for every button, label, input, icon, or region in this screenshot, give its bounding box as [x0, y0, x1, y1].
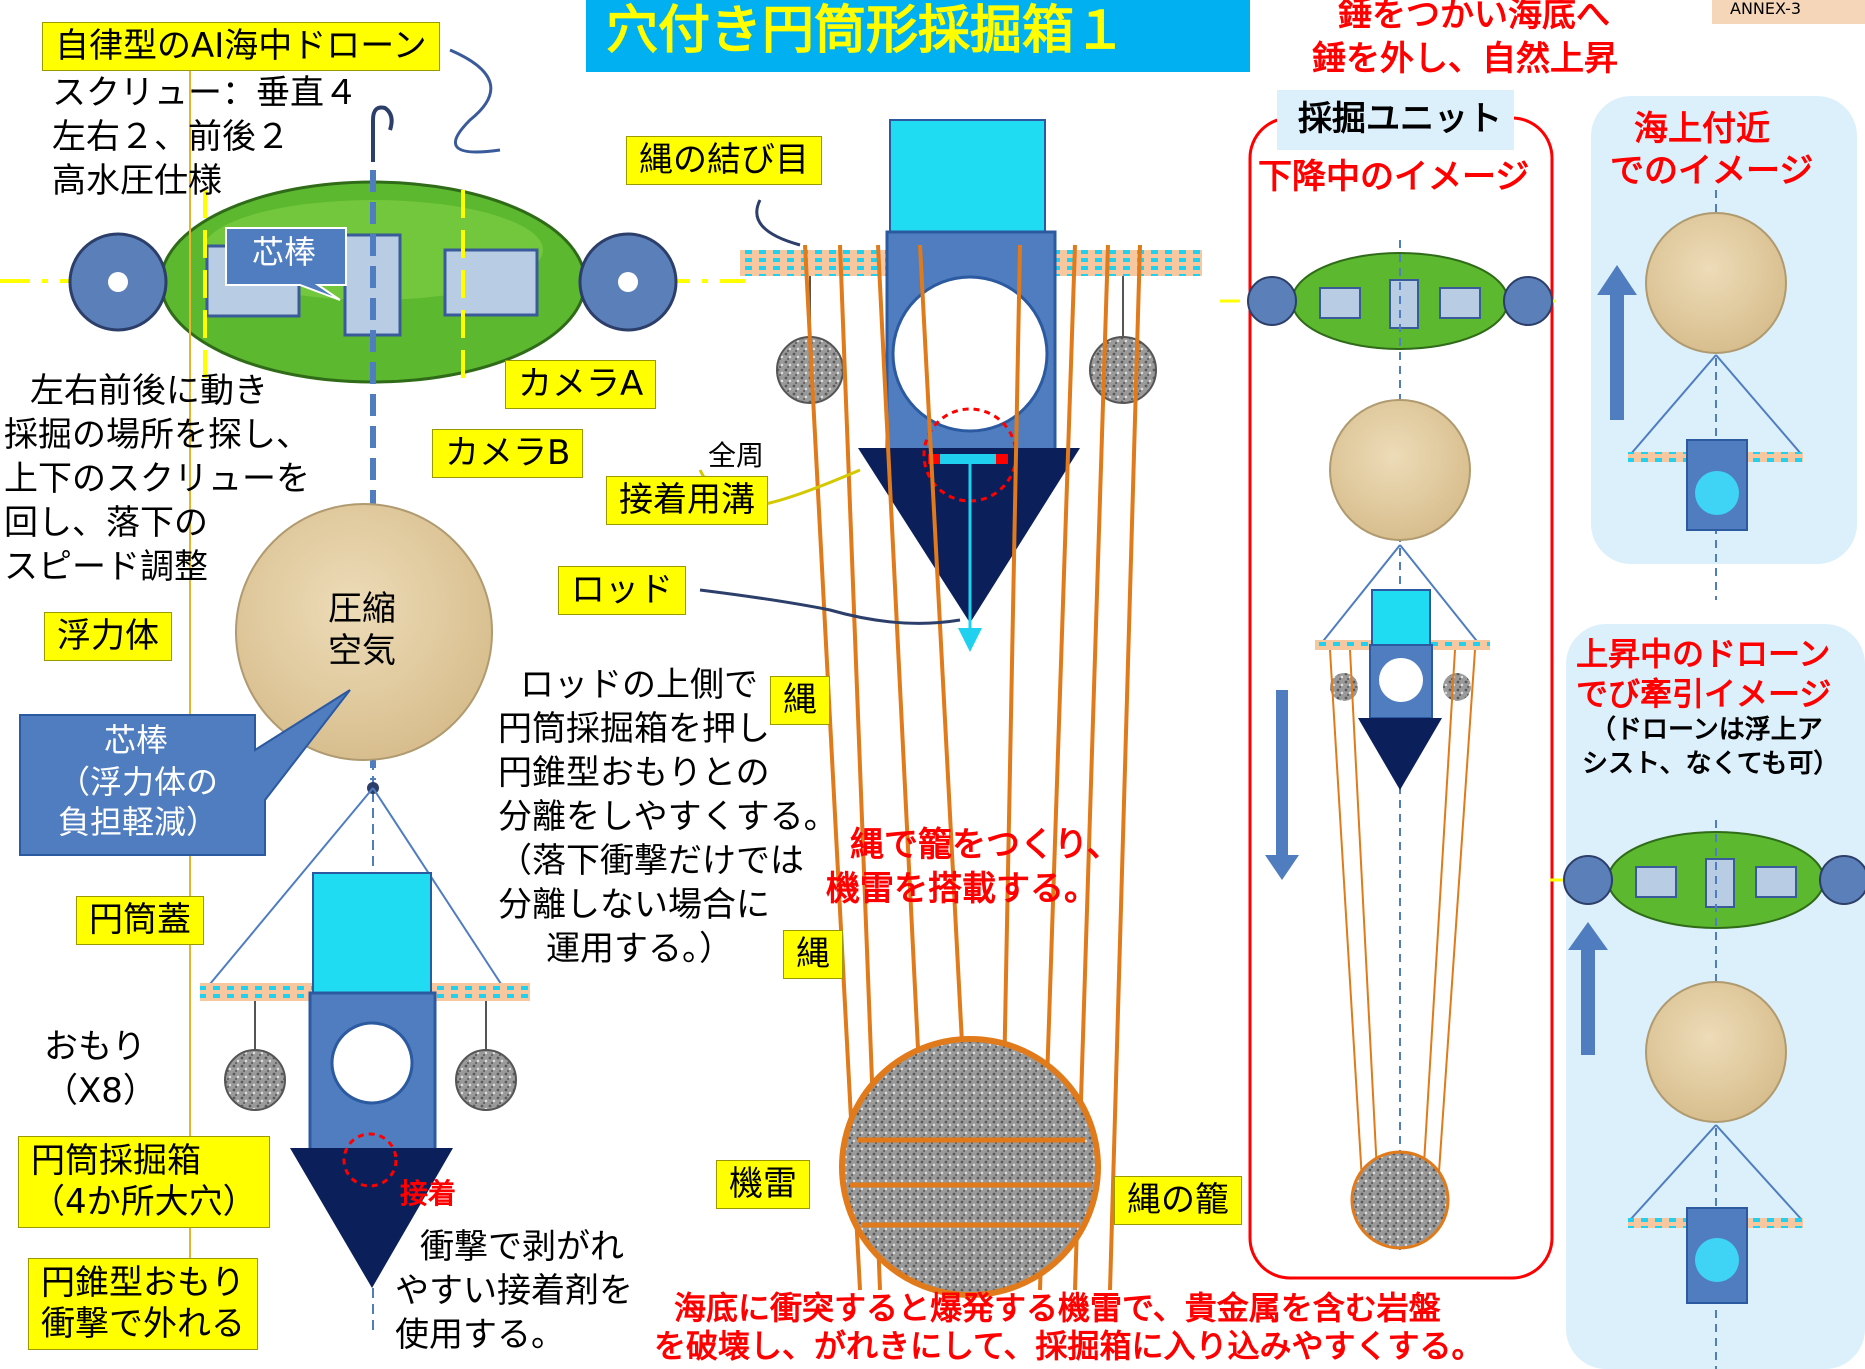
lid-label: 円筒蓋 — [76, 896, 204, 946]
movement-note-2: 採掘の場所を探し、 — [4, 415, 310, 455]
cone-label: 円錐型おもり 衝撃で外れる — [28, 1258, 258, 1350]
box-label-1: 円筒採掘箱 — [31, 1141, 201, 1181]
glue-note-2: やすい接着剤を — [395, 1271, 633, 1311]
cone-label-2: 衝撃で外れる — [41, 1303, 245, 1344]
knot-label: 縄の結び目 — [626, 136, 822, 186]
movement-note-4: 回し、落下の — [4, 503, 208, 543]
rod-note-6: 分離しない場合に — [498, 885, 770, 925]
drone-spec-2: 左右２、前後２ — [52, 117, 290, 157]
main-float-graphic — [235, 503, 493, 761]
surface-text-2: でのイメージ — [1610, 151, 1814, 191]
ascent-graphic — [1550, 820, 1865, 1369]
float-inner-2: 空気 — [328, 631, 396, 671]
cage-note-1: 縄で籠をつくり、 — [850, 825, 1121, 865]
ascent-note-1: （ドローンは浮上ア — [1590, 715, 1823, 745]
cage-label: 縄の籠 — [1114, 1176, 1242, 1226]
weight-label-1: おもり — [44, 1027, 146, 1067]
core-callout-1: 芯棒 — [104, 721, 169, 759]
ascent-text-1: 上昇中のドローン — [1576, 635, 1831, 673]
adhesion-label: 接着 — [400, 1177, 457, 1210]
unit-header: 採掘ユニット — [1298, 99, 1502, 139]
glue-note-3: 使用する。 — [395, 1315, 565, 1355]
unit-subheader: 下降中のイメージ — [1258, 157, 1530, 197]
unit-header-bg — [1277, 90, 1514, 150]
box-label-2: （4か所大穴） — [31, 1181, 257, 1222]
bottom-note-1: 海底に衝突すると爆発する機雷で、貴金属を含む岩盤 — [674, 1289, 1441, 1327]
bottom-note-2: を破壊し、がれきにして、採掘箱に入り込みやすくする。 — [654, 1327, 1484, 1365]
cone-label-1: 円錐型おもり — [41, 1263, 245, 1303]
drone-spec-3: 高水圧仕様 — [52, 161, 222, 201]
drone-label: 自律型のAI海中ドローン — [42, 22, 440, 72]
ascent-note-2: シスト、なくても可） — [1582, 749, 1840, 779]
rod-note-5: （落下衝撃だけでは — [498, 841, 804, 881]
rod-note-2: 円筒採掘箱を押し — [498, 709, 770, 749]
rope-label-2: 縄 — [783, 930, 843, 980]
mine-label: 機雷 — [716, 1160, 810, 1210]
movement-note-1: 左右前後に動き — [30, 371, 268, 411]
page-title: 穴付き円筒形採掘箱１ — [606, 1, 1127, 61]
annex-tag — [1712, 0, 1865, 24]
core-bubble-shape — [225, 227, 347, 301]
drone-spec-1: スクリュー：垂直４ — [52, 73, 358, 113]
weight-label-2: （X8） — [44, 1071, 157, 1111]
rod-note-3: 円錐型おもりとの — [498, 753, 770, 793]
core-callout-shape — [19, 689, 351, 856]
cage-note-2: 機雷を搭載する。 — [826, 869, 1098, 909]
surface-text-1: 海上付近 — [1634, 109, 1770, 149]
camera-b-label: カメラB — [432, 429, 584, 479]
float-label: 浮力体 — [44, 612, 172, 662]
note-sink: 錘をつかい海底へ — [1338, 0, 1610, 35]
movement-note-3: 上下のスクリューを — [4, 459, 310, 499]
note-release: 錘を外し、自然上昇 — [1312, 39, 1618, 79]
annex-label: ANNEX-3 — [1730, 0, 1802, 18]
title-bar — [586, 0, 1250, 72]
rod-note-1: ロッドの上側で — [520, 665, 758, 706]
rod-label: ロッド — [558, 566, 686, 616]
whole-circ-label: 全周 — [708, 439, 765, 472]
descending-unit-graphic — [1220, 240, 1560, 1250]
movement-note-5: スピード調整 — [4, 547, 208, 587]
core-bubble-label: 芯棒 — [252, 233, 317, 271]
camera-a-label: カメラA — [505, 360, 657, 410]
left-box-assembly — [189, 70, 530, 1340]
groove-label: 接着用溝 — [606, 476, 768, 526]
box-label: 円筒採掘箱 （4か所大穴） — [18, 1136, 270, 1228]
glue-note-1: 衝撃で剥がれ — [420, 1227, 624, 1267]
surface-graphic — [1597, 190, 1803, 600]
rod-note-4: 分離をしやすくする。 — [498, 797, 838, 837]
rope-label-1: 縄 — [770, 676, 830, 726]
float-inner-1: 圧縮 — [328, 589, 396, 629]
core-callout-3: 負担軽減） — [58, 803, 219, 841]
ascent-text-2: でび牽引イメージ — [1576, 675, 1832, 713]
core-callout-2: （浮力体の — [58, 763, 219, 801]
rod-note-7: 運用する。） — [546, 929, 733, 969]
